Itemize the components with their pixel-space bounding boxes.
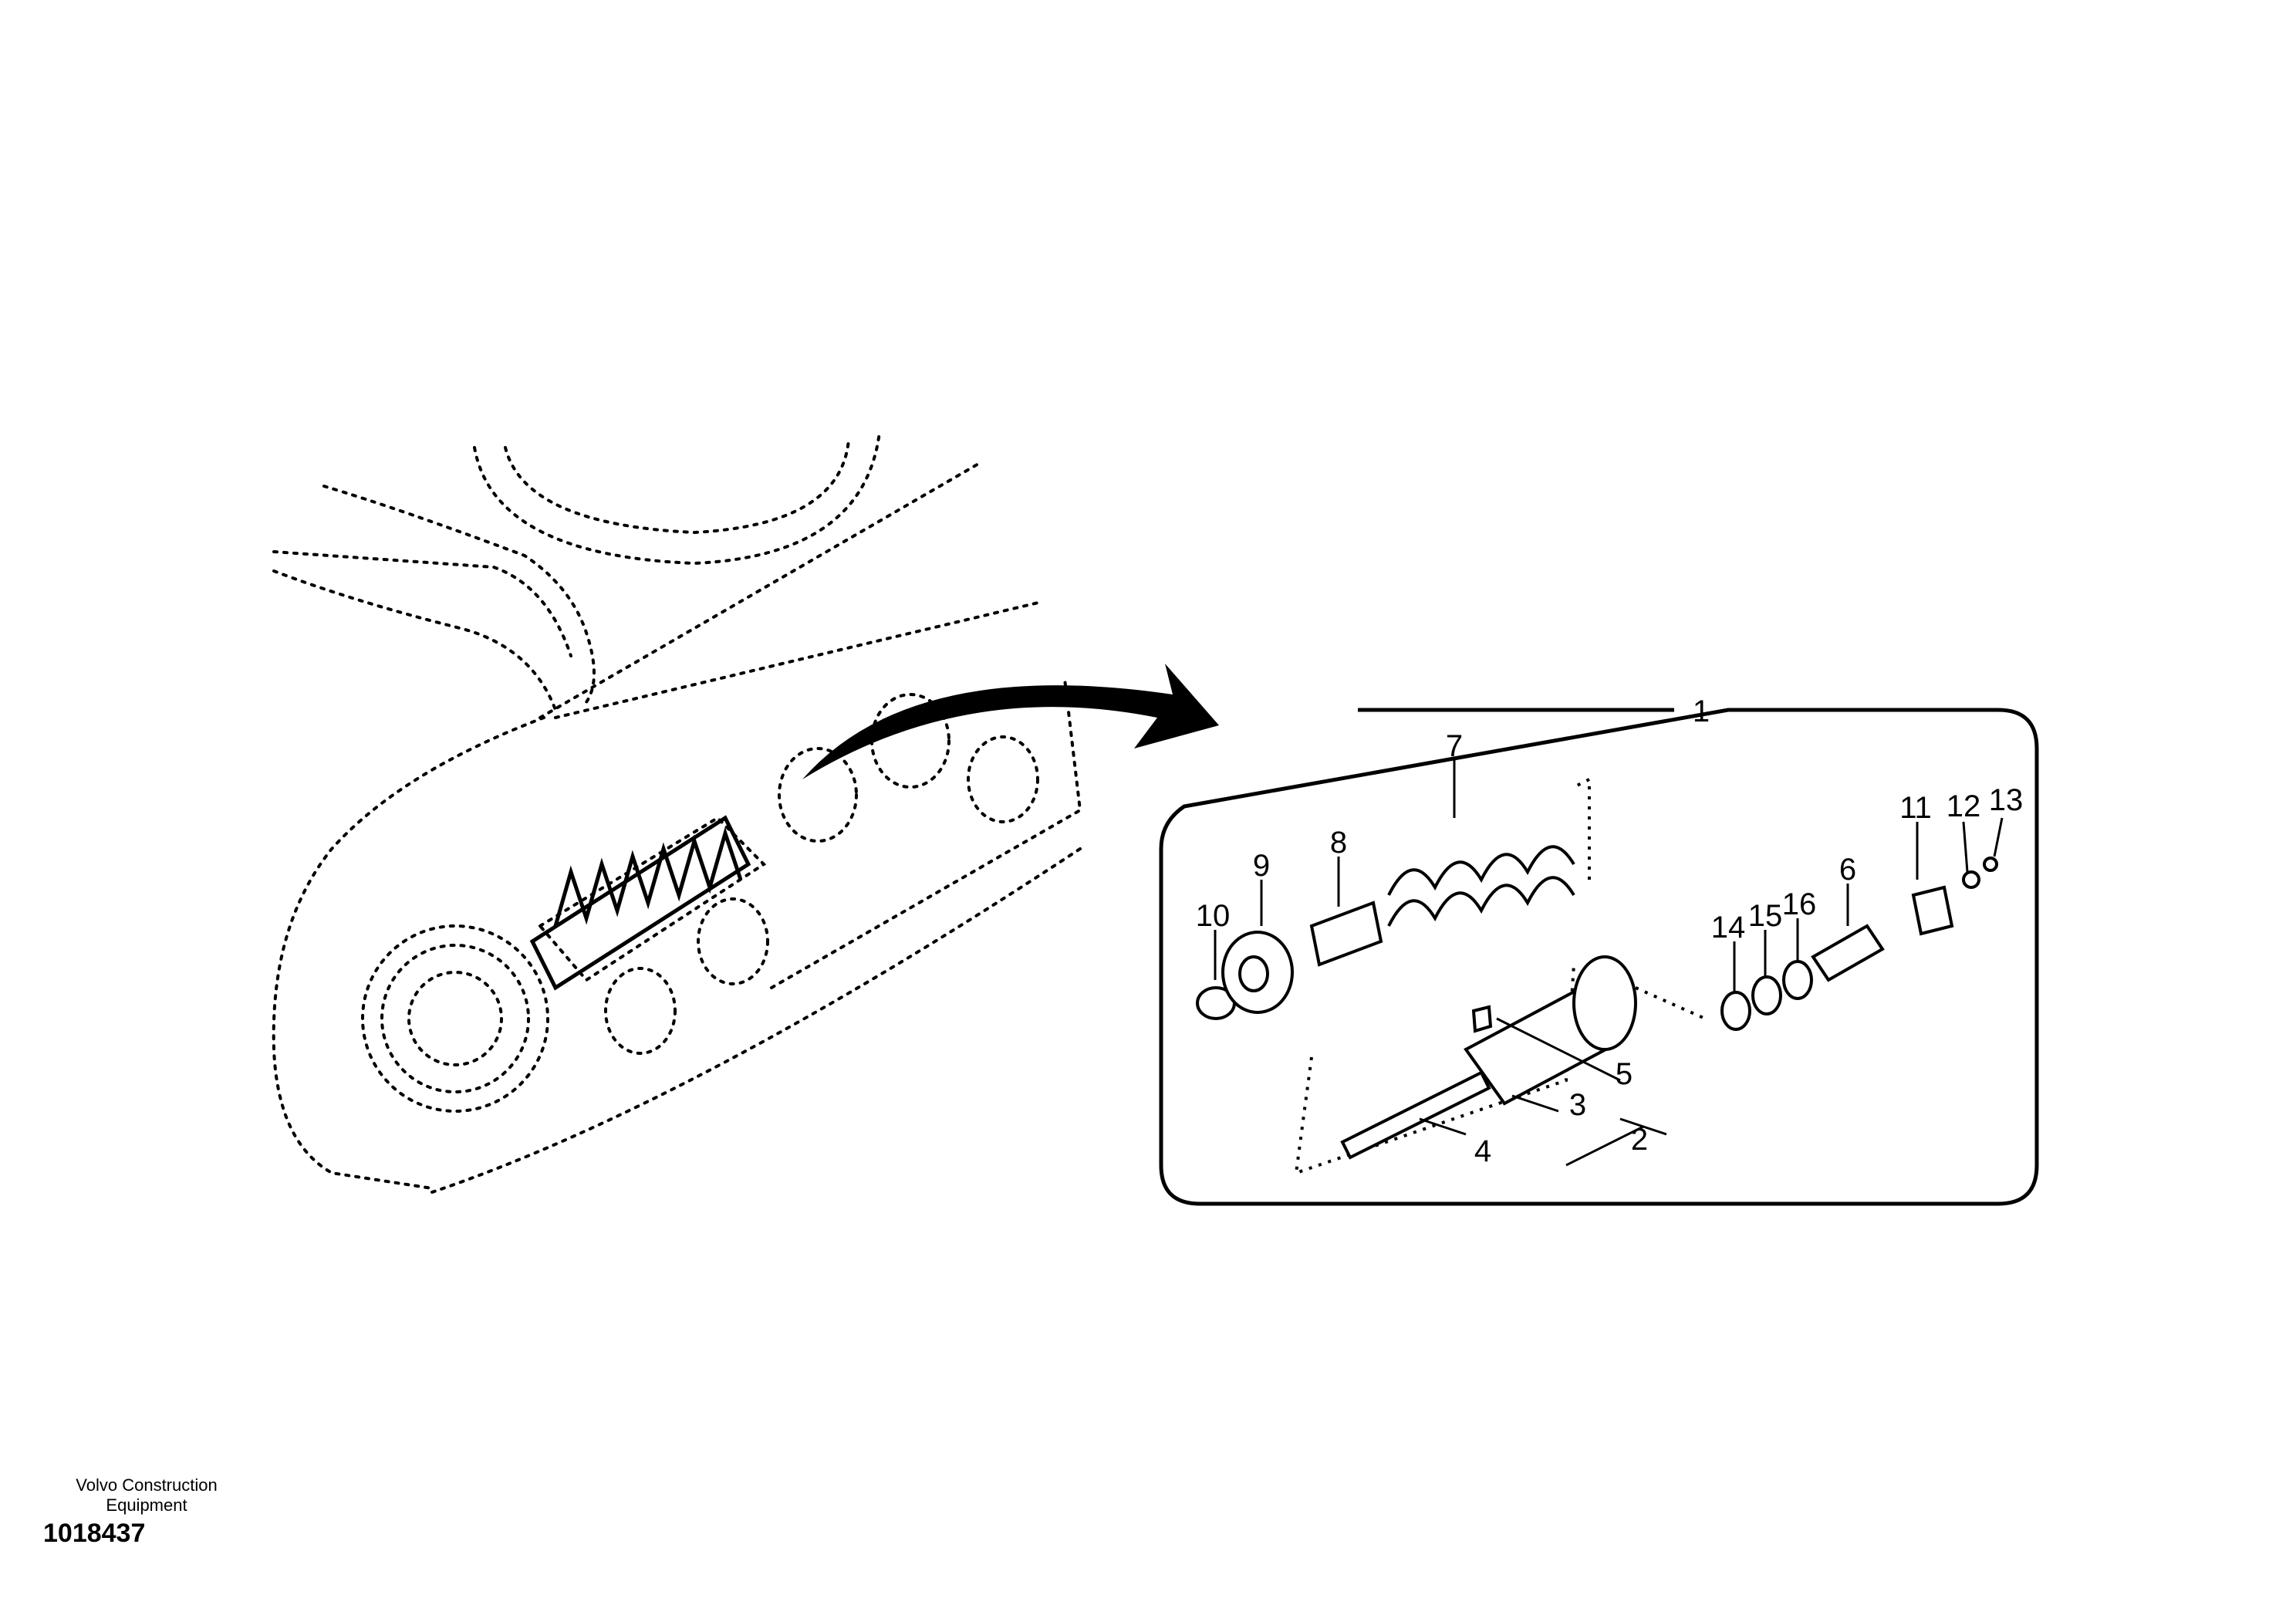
drawing-number: 1018437 [43,1519,146,1548]
publisher-line-2: Equipment [106,1495,187,1515]
leader-line-3 [1511,1094,1559,1113]
track-frame-top-2 [554,600,1043,719]
leader-line-4 [1419,1117,1467,1136]
spring-coils [553,826,743,927]
part-14-ring [1720,991,1751,1031]
part-12-bolt [1962,870,1980,889]
callout-8: 8 [1330,826,1347,860]
callout-14: 14 [1711,911,1746,944]
callout-1: 1 [1693,694,1710,728]
exploded-view-frame [1159,708,2039,1206]
part-8-bushing [1309,901,1383,967]
upper-frame-line-2 [272,550,572,657]
frame-border [1159,708,2039,1206]
carrier-roller-3 [967,735,1039,823]
part-2-flange [1572,955,1637,1051]
track-frame-top [539,461,981,719]
undercarriage-overview [272,431,1082,1194]
callout-7: 7 [1446,729,1463,763]
leader-line-5 [1496,1017,1621,1082]
carrier-roller-1 [778,747,858,843]
idler-wheel-inner [407,971,503,1066]
callout-2: 2 [1631,1123,1648,1157]
idler-wheel-mid [380,944,530,1093]
dashed-leader-flange [1635,986,1706,1020]
idler-wheel-outer [361,924,549,1113]
bracket-2 [1565,1117,1667,1167]
callout-9: 9 [1253,849,1270,883]
callout-5: 5 [1616,1057,1633,1091]
upper-frame-line-3 [272,569,557,711]
slew-ring-inner [504,438,850,535]
part-7-spring [1387,845,1575,927]
part-4-rod [1340,1070,1491,1160]
part-15-ring [1751,975,1782,1015]
callout-12: 12 [1947,789,1981,823]
leader-line-13 [1993,817,2004,857]
recoil-spring-overview [537,816,767,982]
track-frame-bottom [430,847,1082,1194]
callout-3: 3 [1569,1088,1586,1122]
callout-arrow [802,664,1219,779]
callout-13: 13 [1989,783,2024,817]
part-5-screw [1471,1005,1493,1033]
carrier-roller-5 [604,967,677,1055]
callout-4: 4 [1474,1134,1491,1168]
callout-15: 15 [1748,899,1783,933]
leader-lines [1214,760,2004,1167]
callout-11: 11 [1899,791,1932,825]
upper-frame-line [322,485,596,704]
callout-16: 16 [1782,887,1817,921]
part-11-plate [1911,885,1954,936]
callout-numbers: 1 7 8 9 10 11 12 13 6 14 15 16 5 3 2 4 [1196,694,2024,1168]
recoil-spring-shaded [529,815,751,991]
part-6-pin [1811,924,1885,982]
part-16-ring [1782,960,1813,1000]
publisher-line-1: Volvo Construction [76,1475,218,1495]
track-frame-outline [272,716,545,1190]
part-9-hole [1238,955,1269,992]
callout-6: 6 [1839,853,1856,887]
spring-housing [529,815,751,991]
part-13-fitting [1983,857,1998,872]
carrier-roller-4 [697,897,769,985]
spring-dashed-box-top [1573,776,1591,880]
exploded-parts [1196,776,1998,1175]
slew-ring-outline [473,431,881,566]
track-frame-mid [770,678,1082,989]
publisher-credit: Volvo Construction Equipment [31,1475,262,1516]
leader-line-12 [1962,821,1969,873]
callout-10: 10 [1196,899,1231,933]
